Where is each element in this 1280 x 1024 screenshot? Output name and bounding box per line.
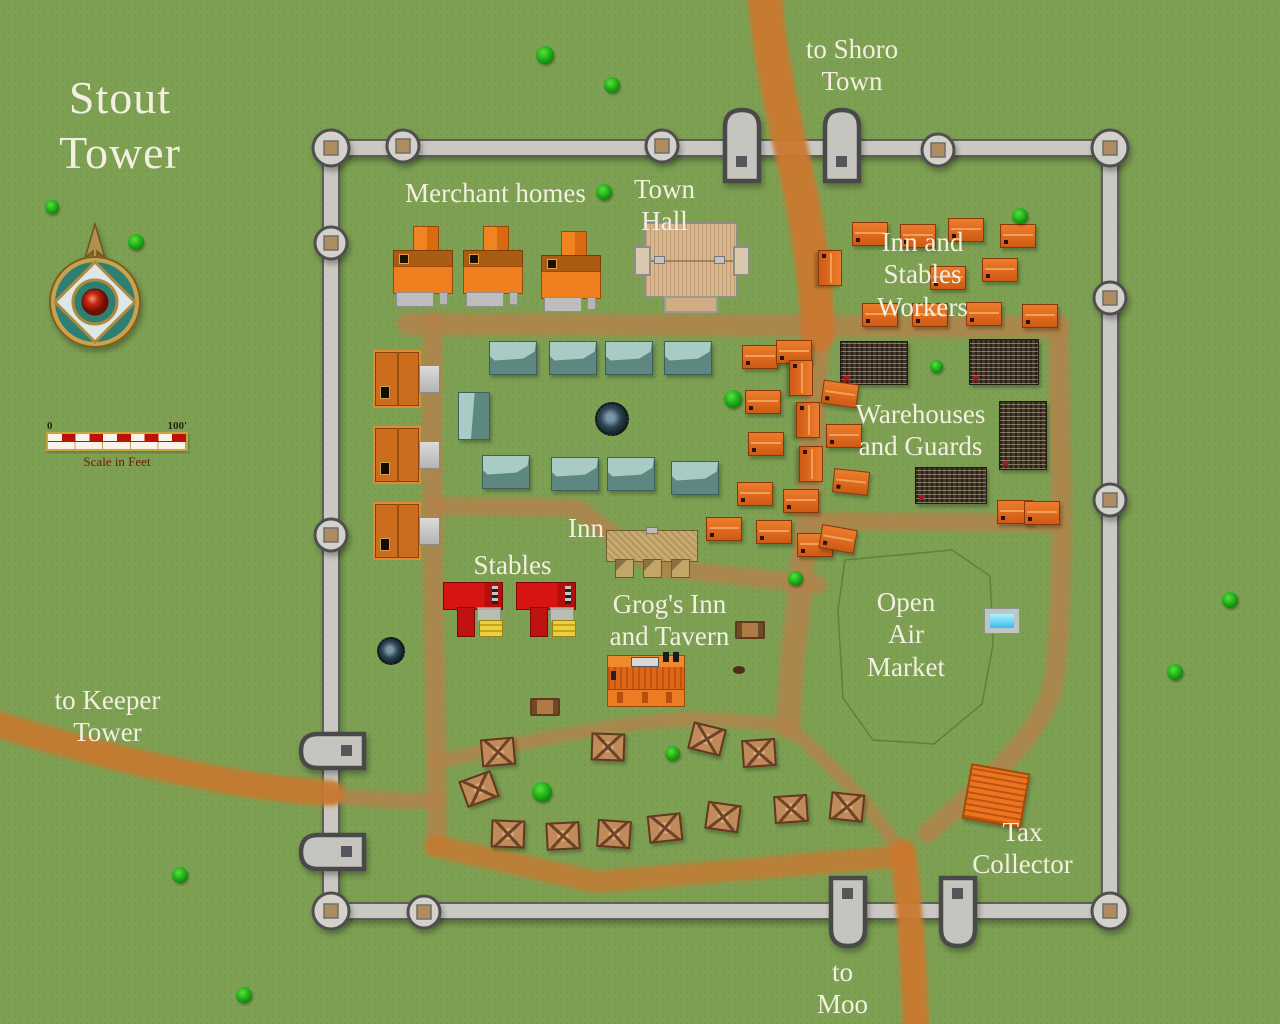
worker-hut	[862, 303, 898, 327]
warehouse-building	[915, 467, 987, 504]
scale-bar: 0 100' Scale in Feet	[46, 420, 188, 470]
worker-hut	[820, 379, 860, 409]
market-tent	[458, 770, 500, 808]
stable-building	[516, 576, 578, 637]
wall-towers	[311, 128, 1130, 931]
worker-hut	[789, 360, 813, 396]
worker-hut	[930, 266, 966, 290]
tree-icon	[236, 987, 252, 1003]
worker-hut	[818, 250, 842, 286]
merchant-home	[393, 226, 455, 307]
tree-icon	[1222, 592, 1238, 608]
warehouse-building	[840, 341, 908, 385]
teal-roof-house	[664, 341, 712, 375]
teal-roof-house	[607, 457, 655, 491]
cart	[735, 621, 765, 639]
market-tent	[596, 818, 632, 850]
tree-icon	[1167, 664, 1183, 680]
tree-icon	[1012, 208, 1028, 224]
tree-icon	[172, 867, 188, 883]
market-tent	[590, 732, 626, 762]
tree-icon	[45, 200, 59, 214]
worker-hut	[799, 446, 823, 482]
grogs-inn-building	[607, 652, 685, 707]
worker-hut	[826, 424, 862, 448]
worker-hut	[948, 218, 984, 242]
worker-hut	[1024, 501, 1060, 525]
tree-icon	[724, 390, 742, 408]
worker-hut	[852, 222, 888, 246]
market-tent	[828, 791, 866, 823]
tree-icon	[788, 571, 803, 586]
tree-icon	[596, 184, 612, 200]
market-tent	[479, 736, 517, 768]
market-tent	[490, 819, 526, 849]
town-walls	[322, 139, 1119, 920]
tree-icon	[930, 360, 943, 373]
worker-hut	[1000, 224, 1036, 248]
teal-roof-house	[482, 455, 530, 489]
well	[377, 637, 405, 665]
market-tent	[773, 793, 809, 825]
worker-hut	[796, 402, 820, 438]
tree-icon	[128, 234, 144, 250]
teal-roof-house	[549, 341, 597, 375]
open-air-market-outline	[837, 549, 994, 745]
inn-building	[606, 527, 698, 578]
worker-hut	[748, 432, 784, 456]
market-pool	[984, 608, 1020, 634]
teal-roof-house	[489, 341, 537, 375]
farmhouse	[373, 350, 440, 408]
market-tent	[704, 800, 742, 834]
cart	[530, 698, 560, 716]
worker-hut	[706, 517, 742, 541]
worker-hut	[831, 468, 871, 496]
market-tent	[687, 721, 727, 757]
animal	[733, 666, 745, 674]
worker-hut	[912, 303, 948, 327]
well	[595, 402, 629, 436]
market-tent	[741, 737, 777, 769]
worker-hut	[966, 302, 1002, 326]
scale-end: 100'	[167, 420, 187, 432]
worker-hut	[742, 345, 778, 369]
merchant-home	[463, 226, 525, 307]
worker-hut	[982, 258, 1018, 282]
teal-roof-house	[671, 461, 719, 495]
gatehouse-hatches	[341, 156, 963, 899]
market-tent	[545, 821, 581, 851]
stable-building	[443, 576, 505, 637]
worker-hut	[783, 489, 819, 513]
teal-roof-house	[551, 457, 599, 491]
tree-icon	[604, 77, 620, 93]
worker-hut	[900, 224, 936, 248]
town-hall-building	[634, 220, 750, 313]
scale-start: 0	[47, 420, 53, 432]
tree-icon	[536, 46, 554, 64]
gatehouses	[298, 107, 978, 949]
farmhouse	[373, 502, 440, 560]
worker-hut	[737, 482, 773, 506]
scale-bar-graphic	[46, 432, 188, 451]
teal-roof-house	[605, 341, 653, 375]
worker-hut	[756, 520, 792, 544]
worker-hut	[1022, 304, 1058, 328]
worker-hut	[745, 390, 781, 414]
compass-rose-icon	[49, 221, 141, 348]
merchant-home	[541, 231, 603, 312]
warehouse-building	[969, 339, 1039, 385]
teal-roof-house	[458, 392, 490, 440]
warehouse-building	[999, 401, 1047, 470]
farmhouse	[373, 426, 440, 484]
tax-collector-building	[961, 763, 1031, 829]
tree-icon	[665, 746, 680, 761]
market-tent	[646, 812, 684, 844]
scale-caption: Scale in Feet	[83, 454, 151, 469]
tree-icon	[532, 782, 552, 802]
